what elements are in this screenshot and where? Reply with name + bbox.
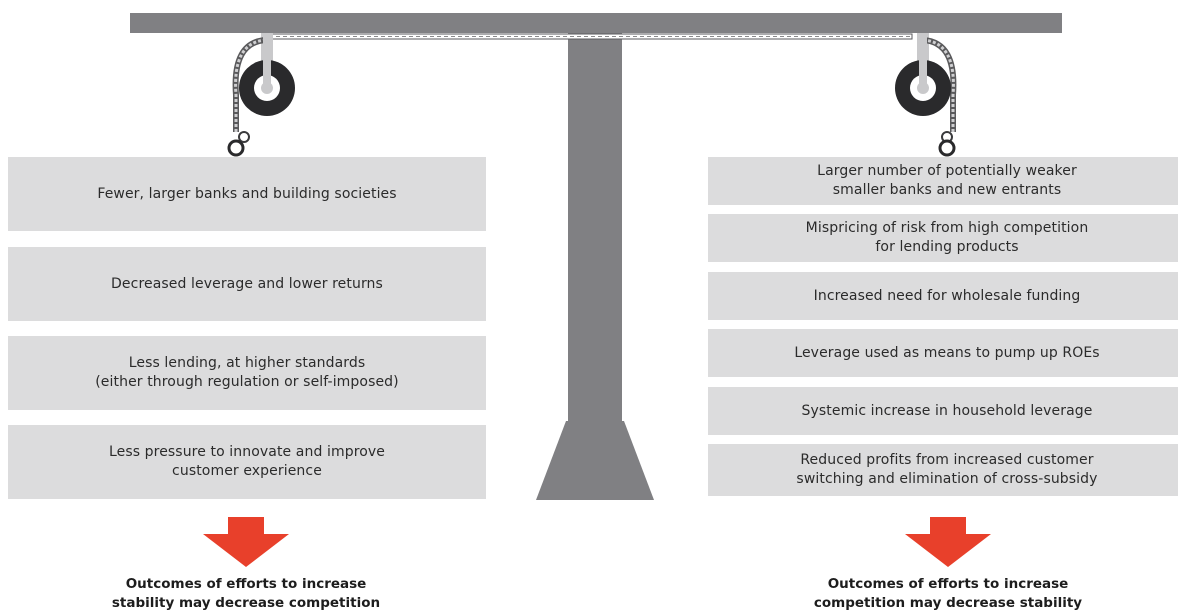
scale-post <box>568 33 622 423</box>
left-item-3: Less lending, at higher standards (eithe… <box>8 336 486 410</box>
scale-base <box>536 421 654 500</box>
right-item-5: Systemic increase in household leverage <box>708 387 1178 435</box>
left-item-1: Fewer, larger banks and building societi… <box>8 157 486 231</box>
right-pulley-icon <box>895 33 957 157</box>
right-item-6: Reduced profits from increased customer … <box>708 444 1178 496</box>
right-down-arrow-icon <box>905 517 991 567</box>
scale-beam <box>130 13 1062 33</box>
right-item-2: Mispricing of risk from high competition… <box>708 214 1178 262</box>
right-item-1: Larger number of potentially weaker smal… <box>708 157 1178 205</box>
left-item-2: Decreased leverage and lower returns <box>8 247 486 321</box>
left-outcome-label: Outcomes of efforts to increase stabilit… <box>111 576 381 611</box>
left-pulley-icon <box>227 33 295 157</box>
right-item-4: Leverage used as means to pump up ROEs <box>708 329 1178 377</box>
left-item-4: Less pressure to innovate and improve cu… <box>8 425 486 499</box>
rope <box>261 33 913 40</box>
right-item-3: Increased need for wholesale funding <box>708 272 1178 320</box>
left-down-arrow-icon <box>203 517 289 567</box>
right-outcome-label: Outcomes of efforts to increase competit… <box>813 576 1083 611</box>
